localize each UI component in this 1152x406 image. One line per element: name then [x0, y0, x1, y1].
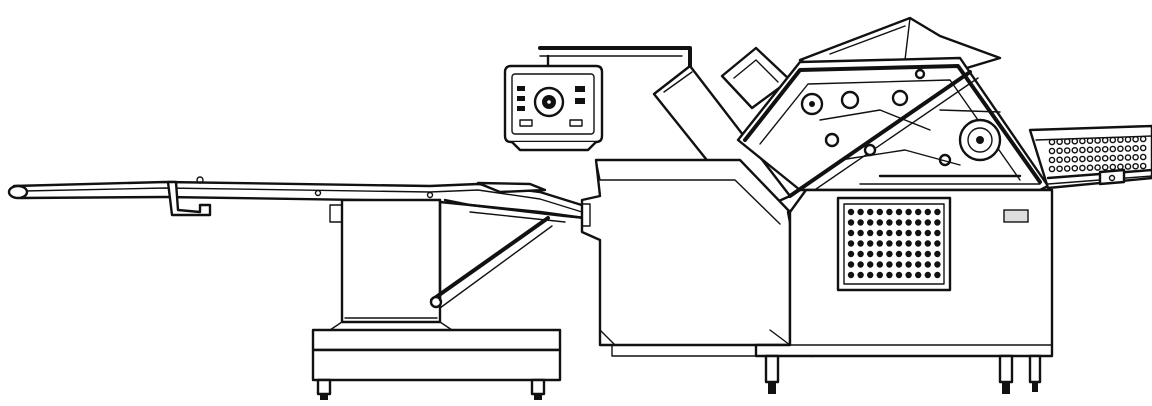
outfeed-conveyor: [1028, 124, 1152, 190]
control-panel: [503, 46, 692, 152]
conveyor-stand: [311, 198, 562, 400]
vent-grille: [847, 208, 941, 279]
main-housing: [580, 158, 792, 357]
cabinet: [754, 188, 1054, 394]
outfeed-belt-links: [1048, 135, 1147, 173]
infeed-conveyor: [7, 176, 590, 223]
